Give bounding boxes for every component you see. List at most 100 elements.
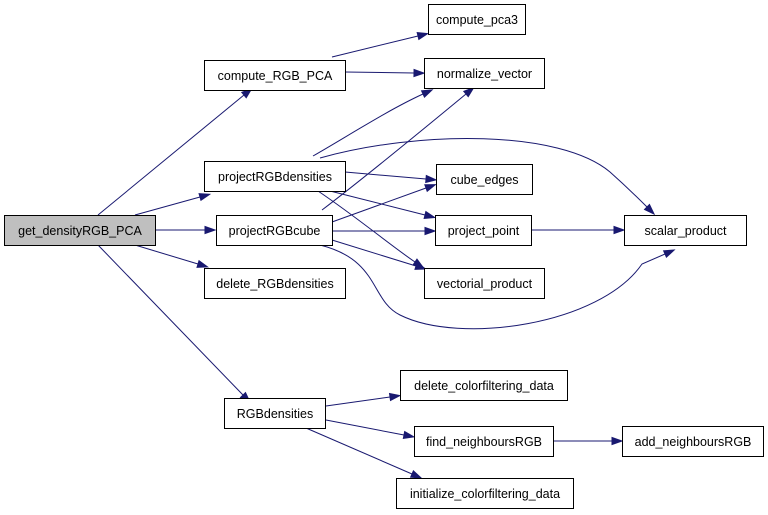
node-label: get_densityRGB_PCA (18, 224, 142, 238)
edge-get_densityRGB_PCA-to-projectRGBcube (155, 225, 217, 235)
edge-compute_RGB_PCA-to-compute_pca3 (331, 32, 430, 58)
arrowhead-icon (409, 469, 423, 479)
edge-projectRGBdensities-to-normalize_vector (312, 89, 434, 157)
node-label: compute_RGB_PCA (218, 69, 333, 83)
edge-projectRGBcube-to-scalar_product (319, 244, 676, 330)
node-compute_pca3[interactable]: compute_pca3 (428, 4, 526, 35)
node-projectRGBcube[interactable]: projectRGBcube (216, 215, 333, 246)
node-label: cube_edges (450, 173, 518, 187)
edge-line (319, 244, 666, 330)
node-box[interactable] (224, 398, 326, 429)
node-box[interactable] (216, 215, 333, 246)
edge-line (331, 35, 419, 58)
edge-get_densityRGB_PCA-to-compute_RGB_PCA (97, 87, 253, 216)
node-get_densityRGB_PCA[interactable]: get_densityRGB_PCA (4, 215, 156, 246)
node-vectorial_product[interactable]: vectorial_product (424, 268, 545, 299)
arrowhead-icon (662, 249, 676, 259)
node-label: find_neighboursRGB (426, 435, 542, 449)
node-box[interactable] (622, 426, 764, 457)
node-label: delete_colorfiltering_data (414, 379, 554, 393)
arrowhead-icon (462, 86, 475, 98)
arrowhead-icon (420, 89, 434, 99)
edge-compute_RGB_PCA-to-normalize_vector (344, 68, 426, 78)
node-project_point[interactable]: project_point (435, 215, 532, 246)
edge-line (317, 190, 416, 263)
node-box[interactable] (414, 426, 554, 457)
edge-RGBdensities-to-find_neighboursRGB (325, 419, 416, 440)
edge-line (97, 94, 245, 216)
node-box[interactable] (624, 215, 747, 246)
node-RGBdensities[interactable]: RGBdensities (224, 398, 326, 429)
node-add_neighboursRGB[interactable]: add_neighboursRGB (622, 426, 764, 457)
node-cube_edges[interactable]: cube_edges (436, 164, 533, 195)
arrowhead-icon (425, 174, 438, 184)
edge-projectRGBdensities-to-vectorial_product (317, 190, 425, 269)
arrowhead-icon (416, 32, 430, 41)
node-box[interactable] (428, 4, 526, 35)
edge-projectRGBdensities-to-cube_edges (344, 171, 438, 184)
edge-projectRGBdensities-to-scalar_product (319, 137, 656, 216)
node-label: projectRGBcube (229, 224, 321, 238)
node-label: projectRGBdensities (218, 170, 332, 184)
node-box[interactable] (204, 268, 346, 299)
arrowhead-icon (424, 184, 437, 193)
arrowhead-icon (611, 436, 624, 446)
arrowhead-icon (424, 226, 437, 236)
node-scalar_product[interactable]: scalar_product (624, 215, 747, 246)
edge-line (134, 244, 199, 265)
node-label: scalar_product (645, 224, 728, 238)
arrowhead-icon (388, 392, 402, 402)
node-compute_RGB_PCA[interactable]: compute_RGB_PCA (204, 60, 346, 91)
node-normalize_vector[interactable]: normalize_vector (424, 58, 545, 89)
edge-line (325, 396, 391, 407)
node-delete_RGBdensities[interactable]: delete_RGBdensities (204, 268, 346, 299)
node-label: delete_RGBdensities (216, 277, 333, 291)
node-initialize_colorfiltering_data[interactable]: initialize_colorfiltering_data (396, 478, 574, 509)
node-label: normalize_vector (437, 67, 532, 81)
node-box[interactable] (400, 370, 568, 401)
node-box[interactable] (396, 478, 574, 509)
arrowhead-icon (204, 225, 217, 235)
node-label: compute_pca3 (436, 13, 518, 27)
edge-line (331, 187, 427, 223)
edge-line (331, 239, 417, 267)
node-projectRGBdensities[interactable]: projectRGBdensities (204, 161, 346, 192)
edges-layer (97, 32, 676, 479)
arrowhead-icon (198, 193, 212, 202)
edge-line (312, 93, 424, 157)
edge-line (134, 196, 201, 216)
arrowhead-icon (402, 430, 416, 440)
node-label: add_neighboursRGB (635, 435, 752, 449)
edge-get_densityRGB_PCA-to-delete_RGBdensities (134, 244, 210, 268)
node-label: RGBdensities (237, 407, 313, 421)
node-box[interactable] (424, 268, 545, 299)
edge-line (329, 190, 426, 216)
edge-line (344, 171, 427, 180)
edge-line (325, 419, 405, 436)
edge-find_neighboursRGB-to-add_neighboursRGB (553, 436, 624, 446)
edge-projectRGBcube-to-cube_edges (331, 184, 437, 223)
node-box[interactable] (204, 60, 346, 91)
edge-projectRGBdensities-to-project_point (329, 190, 437, 219)
edge-RGBdensities-to-delete_colorfiltering_data (325, 392, 402, 407)
arrowhead-icon (643, 203, 656, 216)
node-box[interactable] (436, 164, 533, 195)
node-label: project_point (448, 224, 520, 238)
node-label: initialize_colorfiltering_data (410, 487, 560, 501)
arrowhead-icon (413, 68, 426, 78)
node-delete_colorfiltering_data[interactable]: delete_colorfiltering_data (400, 370, 568, 401)
arrowhead-icon (423, 210, 437, 219)
edge-line (321, 93, 467, 211)
node-box[interactable] (424, 58, 545, 89)
node-box[interactable] (204, 161, 346, 192)
node-find_neighboursRGB[interactable]: find_neighboursRGB (414, 426, 554, 457)
edge-projectRGBcube-to-project_point (332, 226, 437, 236)
nodes-layer: get_densityRGB_PCA compute_RGB_PCAproject… (4, 4, 764, 509)
edge-line (319, 137, 648, 208)
edge-line (344, 71, 415, 74)
node-label: vectorial_product (437, 277, 533, 291)
edge-projectRGBcube-to-normalize_vector (321, 86, 475, 211)
node-box[interactable] (435, 215, 532, 246)
node-box[interactable] (4, 215, 156, 246)
